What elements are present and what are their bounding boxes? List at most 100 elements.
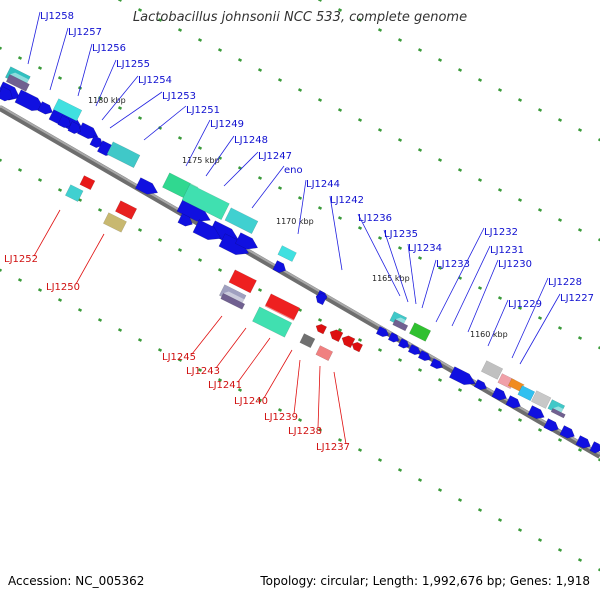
gene-block-green[interactable] <box>408 320 437 342</box>
gene-block-teal[interactable] <box>181 182 235 221</box>
gene-forward[interactable] <box>505 395 521 409</box>
gene-block-cyan[interactable] <box>106 140 146 169</box>
gene-block-red[interactable] <box>114 198 143 220</box>
gene-forward[interactable] <box>37 101 53 115</box>
gene-label[interactable]: LJ1250 <box>46 282 80 293</box>
gene-label[interactable]: LJ1249 <box>210 119 244 130</box>
gene-reverse[interactable] <box>329 329 344 343</box>
gene-block-grey[interactable] <box>480 358 509 380</box>
gene-forward[interactable] <box>177 213 193 227</box>
gene-block-grey[interactable] <box>299 331 321 349</box>
gene-label[interactable]: LJ1228 <box>548 277 582 288</box>
gene-block-salmon[interactable] <box>315 343 339 362</box>
gene-reverse[interactable] <box>315 323 328 335</box>
gene-block-teal[interactable] <box>252 305 298 338</box>
leader-line <box>237 337 271 383</box>
gene-block-purple[interactable] <box>550 406 571 419</box>
gene-block-red[interactable] <box>264 292 306 321</box>
gene-forward[interactable] <box>575 435 591 449</box>
gene-label[interactable]: LJ1243 <box>186 366 220 377</box>
gene-forward[interactable] <box>57 115 72 128</box>
gene-forward[interactable] <box>527 405 545 420</box>
tick-mark <box>337 108 343 112</box>
gene-label[interactable]: LJ1251 <box>186 105 220 116</box>
gene-forward[interactable] <box>134 177 159 195</box>
tick-mark <box>177 248 183 252</box>
gene-forward[interactable] <box>192 219 222 241</box>
tick-mark <box>157 238 163 242</box>
gene-label[interactable]: LJ1227 <box>560 293 594 304</box>
gene-forward[interactable] <box>429 358 444 370</box>
gene-forward[interactable] <box>407 344 422 356</box>
gene-block-cyan[interactable] <box>64 182 89 202</box>
gene-block-grey[interactable] <box>530 388 557 409</box>
gene-forward[interactable] <box>589 441 600 454</box>
gene-label[interactable]: LJ1232 <box>484 227 518 238</box>
tick-mark <box>157 18 163 22</box>
tick-mark <box>317 0 322 2</box>
gene-forward[interactable] <box>448 366 476 385</box>
leader-line <box>511 277 549 359</box>
gene-forward[interactable] <box>417 350 432 362</box>
gene-forward[interactable] <box>234 232 259 250</box>
gene-block-khaki[interactable] <box>102 210 132 233</box>
gene-forward[interactable] <box>89 135 104 148</box>
gene-label[interactable]: LJ1240 <box>234 396 268 407</box>
gene-reverse[interactable] <box>341 335 356 349</box>
gene-label[interactable]: LJ1242 <box>330 195 364 206</box>
gene-label[interactable]: LJ1230 <box>498 259 532 270</box>
gene-block-purple[interactable] <box>220 291 251 310</box>
gene-forward[interactable] <box>397 338 410 349</box>
gene-label[interactable]: LJ1231 <box>490 245 524 256</box>
gene-label[interactable]: LJ1256 <box>92 43 126 54</box>
gene-block-red[interactable] <box>228 268 262 294</box>
tick-mark <box>237 58 243 62</box>
gene-forward[interactable] <box>315 293 328 306</box>
gene-label[interactable]: LJ1258 <box>40 11 74 22</box>
gene-block-cyan[interactable] <box>52 96 88 122</box>
gene-forward[interactable] <box>375 326 390 338</box>
tick-mark <box>77 308 83 312</box>
gene-label[interactable]: LJ1245 <box>162 352 196 363</box>
tick-mark <box>477 78 483 82</box>
gene-label[interactable]: LJ1236 <box>358 213 392 224</box>
gene-label[interactable]: LJ1229 <box>508 299 542 310</box>
gene-label[interactable]: LJ1239 <box>264 412 298 423</box>
gene-forward[interactable] <box>67 121 82 134</box>
leader-line <box>191 315 223 355</box>
gene-label-layer: LJ1258LJ1257LJ1256LJ1255LJ1254LJ1253LJ12… <box>4 11 594 453</box>
gene-forward[interactable] <box>387 332 400 343</box>
gene-label[interactable]: LJ1252 <box>4 254 38 265</box>
gene-block-cyan[interactable] <box>224 206 264 235</box>
gene-label[interactable]: LJ1241 <box>208 380 242 391</box>
gene-label[interactable]: eno <box>284 165 303 176</box>
gene-label[interactable]: LJ1248 <box>234 135 268 146</box>
gene-label[interactable]: LJ1233 <box>436 259 470 270</box>
gene-label[interactable]: LJ1254 <box>138 75 172 86</box>
gene-label[interactable]: LJ1255 <box>116 59 150 70</box>
gene-block-purple[interactable] <box>392 317 414 332</box>
leader-line <box>407 243 417 305</box>
gene-label[interactable]: LJ1244 <box>306 179 340 190</box>
gene-label[interactable]: LJ1238 <box>288 426 322 437</box>
gene-reverse[interactable] <box>351 341 364 353</box>
gene-forward[interactable] <box>559 425 575 439</box>
gene-forward[interactable] <box>543 418 559 432</box>
gene-block-purple[interactable] <box>5 72 35 92</box>
gene-label[interactable]: LJ1235 <box>384 229 418 240</box>
gene-block-cyan[interactable] <box>517 383 541 402</box>
gene-label[interactable]: LJ1237 <box>316 442 350 453</box>
gene-forward[interactable] <box>272 260 287 273</box>
gene-label[interactable]: LJ1247 <box>258 151 292 162</box>
gene-forward[interactable] <box>0 86 13 102</box>
gene-label[interactable]: LJ1257 <box>68 27 102 38</box>
gene-block-red[interactable] <box>79 173 101 191</box>
gene-label[interactable]: LJ1253 <box>162 91 196 102</box>
gene-label[interactable]: LJ1234 <box>408 243 442 254</box>
tick-mark <box>597 458 600 462</box>
tick-mark <box>157 348 163 352</box>
gene-forward[interactable] <box>491 387 507 401</box>
gene-block-cyan[interactable] <box>277 243 302 262</box>
gene-forward[interactable] <box>473 379 488 391</box>
